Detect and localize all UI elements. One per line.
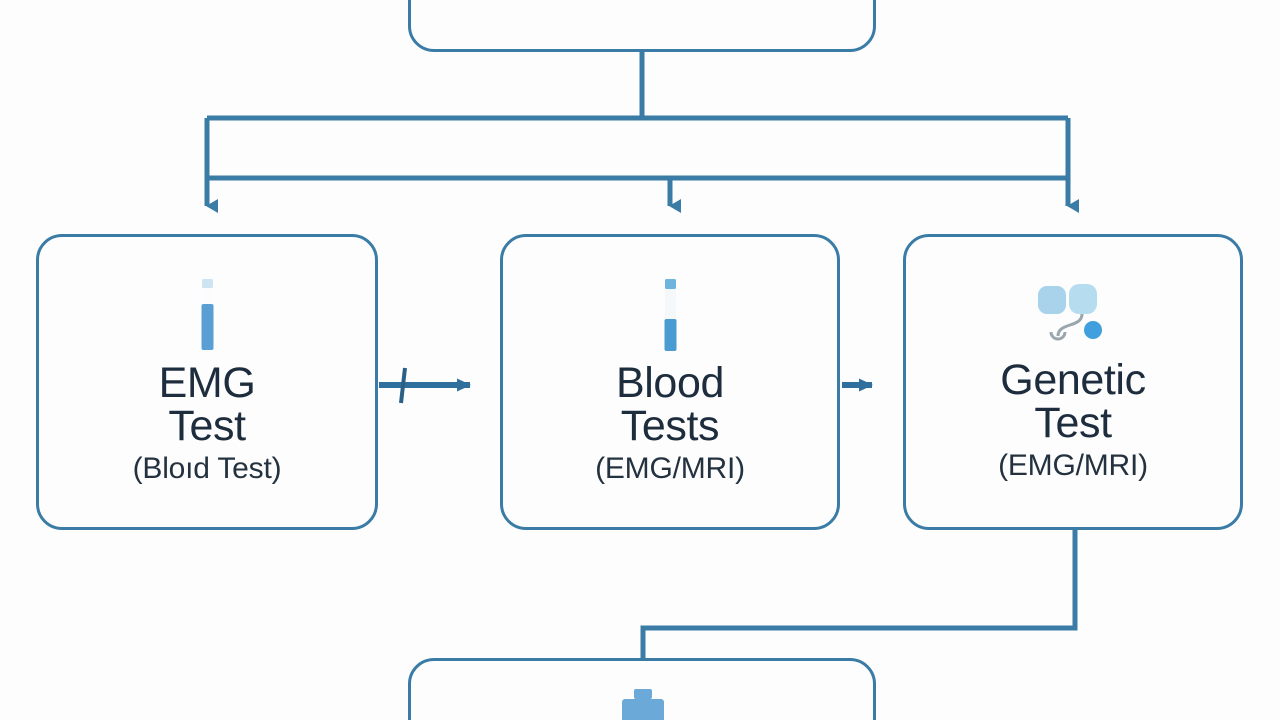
node-emg-subtitle: (Bloıd Test) (132, 452, 282, 486)
node-genetic-subtitle: (EMG/MRI) (998, 449, 1148, 483)
test-tube-icon (194, 279, 220, 356)
node-genetic-title: Genetic Test (1000, 356, 1146, 447)
node-emg-test[interactable]: EMG Test (Bloıd Test) (36, 234, 378, 530)
connector-tick-mark (399, 367, 407, 404)
node-blood-subtitle: (EMG/MRI) (595, 452, 745, 486)
node-blood-tests[interactable]: Blood Tests (EMG/MRI) (500, 234, 840, 530)
microscope-icon (612, 689, 672, 720)
test-tube-icon (657, 279, 683, 356)
node-emg-title: EMG Test (158, 359, 256, 450)
node-top[interactable] (408, 0, 876, 52)
node-blood-title: Blood Tests (616, 359, 724, 450)
node-bottom[interactable] (408, 658, 876, 720)
node-genetic-test[interactable]: Genetic Test (EMG/MRI) (903, 234, 1243, 530)
stethoscope-icon (1036, 282, 1110, 353)
